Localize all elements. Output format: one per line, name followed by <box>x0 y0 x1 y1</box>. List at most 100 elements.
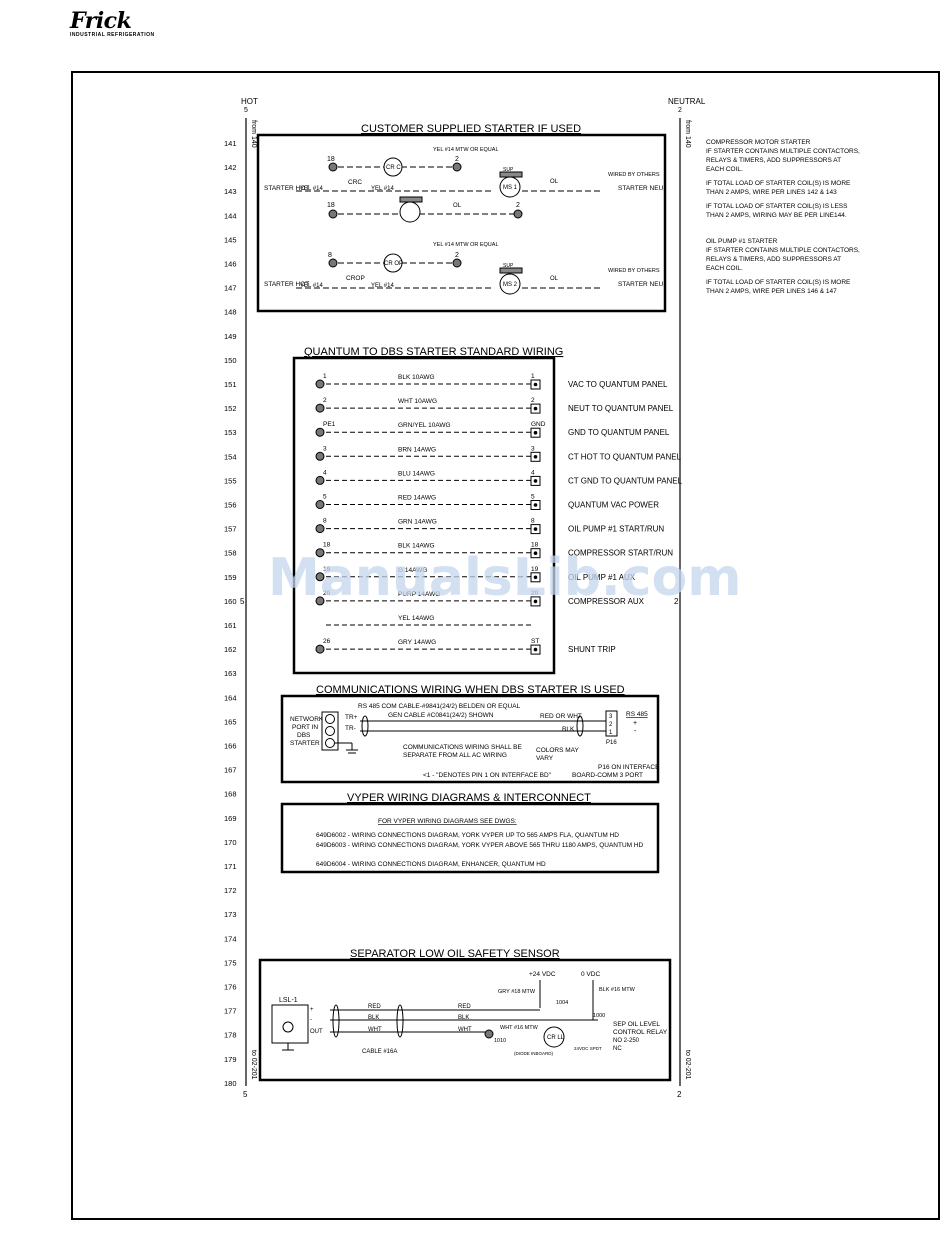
sensor-plus: + <box>310 1007 314 1013</box>
dbs-description: VAC TO QUANTUM PANEL <box>568 380 668 389</box>
lsl-sensor-icon <box>282 1021 294 1033</box>
sensor-wht16: WHT #16 MTW <box>500 1025 539 1031</box>
dbs-right-terminal-dot <box>533 455 538 459</box>
line-number: 153 <box>224 428 237 437</box>
line-number: 169 <box>224 814 237 823</box>
line-number: 142 <box>224 163 237 172</box>
vyper-line-2: 649D6003 - WIRING CONNECTIONS DIAGRAM, Y… <box>316 842 644 849</box>
comms-cable2: GEN CABLE #C0841(24/2) SHOWN <box>388 712 494 719</box>
note-comp-1: COMPRESSOR MOTOR STARTER <box>706 139 811 146</box>
dbs-description: OIL PUMP #1 START/RUN <box>568 525 664 534</box>
line-number: 164 <box>224 693 237 702</box>
ol-147: OL <box>550 276 559 282</box>
note-comp-4: EACH COIL. <box>706 166 743 173</box>
ol-144: OL <box>453 203 462 209</box>
dbs-right-label: 18 <box>531 542 539 549</box>
sensor-vdc24: +24 VDC <box>529 971 556 978</box>
line-number: 174 <box>224 934 237 943</box>
line-number: 172 <box>224 886 237 895</box>
dbs-wire-label: GRN 14AWG <box>398 519 437 526</box>
line-number: 176 <box>224 983 237 992</box>
dbs-wire-label: RED 14AWG <box>398 495 436 502</box>
comms-network-4: STARTER <box>290 740 320 747</box>
dbs-right-label: ST <box>531 638 539 645</box>
manualslib-watermark: ManualsLib.com <box>268 548 742 608</box>
dbs-wire-label: G 14AWG <box>398 567 427 574</box>
starter-wire-2-c: 2 <box>455 252 459 259</box>
crop-coil-label: CR OP <box>384 261 403 267</box>
dbs-right-label: 5 <box>531 494 535 501</box>
line-number: 179 <box>224 1055 237 1064</box>
dbs-left-label: PE1 <box>323 421 336 428</box>
line-number: 170 <box>224 838 237 847</box>
to-right: to 02-201 <box>684 1050 691 1080</box>
starter-wire-18-b: 18 <box>327 202 335 209</box>
sensor-1010: 1010 <box>494 1038 506 1044</box>
line-number: 165 <box>224 717 237 726</box>
dbs-right-terminal-dot <box>533 599 538 604</box>
dbs-left-label: 26 <box>323 638 331 645</box>
note-oil-5: IF TOTAL LOAD OF STARTER COIL(S) IS MORE <box>706 279 851 286</box>
dbs-right-terminal-dot <box>533 647 538 652</box>
sensor-relay-4: NC <box>613 1046 622 1052</box>
dbs-left-label: 2 <box>323 397 327 404</box>
sensor-lsl: LSL-1 <box>279 997 298 1004</box>
comms-cable1: RS 485 COM CABLE-#9841(24/2) BELDEN OR E… <box>358 703 521 710</box>
dbs-left-terminal <box>315 403 325 413</box>
terminal-18-a <box>328 162 338 172</box>
dbs-right-label: 19 <box>531 566 539 573</box>
dbs-left-terminal <box>315 475 325 485</box>
dbs-right-terminal-dot <box>533 406 538 411</box>
line-number: 151 <box>224 380 237 389</box>
dbs-wire-label: BLK 10AWG <box>398 374 435 381</box>
dbs-left-terminal <box>315 379 325 389</box>
terminal-8 <box>328 258 338 268</box>
sensor-title: SEPARATOR LOW OIL SAFETY SENSOR <box>350 948 560 960</box>
note-comp-6: THAN 2 AMPS, WIRE PER LINES 142 & 143 <box>706 189 837 196</box>
line-number: 180 <box>224 1079 237 1088</box>
note-oil-2: IF STARTER CONTAINS MULTIPLE CONTACTORS, <box>706 247 860 254</box>
sensor-box <box>258 958 672 1082</box>
line-number: 171 <box>224 862 237 871</box>
sensor-1000: 1000 <box>593 1013 605 1019</box>
dbs-left-terminal <box>315 572 325 582</box>
dbs-description: CT GND TO QUANTUM PANEL <box>568 476 683 485</box>
ms1-coil-b-icon <box>399 201 421 223</box>
sup-147 <box>499 267 523 274</box>
dbs-description: QUANTUM VAC POWER <box>568 501 659 510</box>
wire-note-1: YEL #14 MTW OR EQUAL <box>433 147 499 153</box>
logo-tagline: INDUSTRIAL REFRIGERATION <box>70 32 155 38</box>
sensor-crll: CR LL <box>547 1035 565 1041</box>
dbs-right-label: GND <box>531 421 546 428</box>
comms-colors-1: COLORS MAY <box>536 747 580 754</box>
sensor-blk-b: BLK <box>458 1015 469 1021</box>
note-comp-2: IF STARTER CONTAINS MULTIPLE CONTACTORS, <box>706 148 860 155</box>
dbs-box <box>292 356 556 675</box>
p16-1: 1 <box>609 730 613 736</box>
wire-note-2: YEL #14 MTW OR EQUAL <box>433 242 499 248</box>
terminal-18-b <box>328 209 338 219</box>
starter-wire-2-b: 2 <box>516 202 520 209</box>
dbs-left-label: 3 <box>323 445 327 452</box>
line-number: 161 <box>224 621 237 630</box>
line-number: 143 <box>224 187 237 196</box>
port-1 <box>325 714 335 724</box>
dbs-left-label: 19 <box>323 566 331 573</box>
vyper-line-3: 649D6004 - WIRING CONNECTIONS DIAGRAM, E… <box>316 861 546 868</box>
dbs-description: SHUNT TRIP <box>568 645 616 654</box>
dbs-left-label: 4 <box>323 469 327 476</box>
hot-label: HOT <box>241 97 258 106</box>
dbs-wire-label: YEL 14AWG <box>398 615 434 622</box>
note-comp-8: THAN 2 AMPS, WIRING MAY BE PER LINE144. <box>706 212 847 219</box>
note-oil-1: OIL PUMP #1 STARTER <box>706 238 778 245</box>
comms-interface-2: BOARD-COMM 3 PORT <box>572 772 643 779</box>
terminal-2-b <box>513 209 523 219</box>
line-number: 175 <box>224 958 237 967</box>
line-number: 157 <box>224 525 237 534</box>
sensor-minus: - <box>310 1017 312 1023</box>
note-comp-7: IF TOTAL LOAD OF STARTER COIL(S) IS LESS <box>706 203 848 210</box>
comms-separate-1: COMMUNICATIONS WIRING SHALL BE <box>403 744 522 751</box>
ms2-coil-icon <box>499 273 521 295</box>
